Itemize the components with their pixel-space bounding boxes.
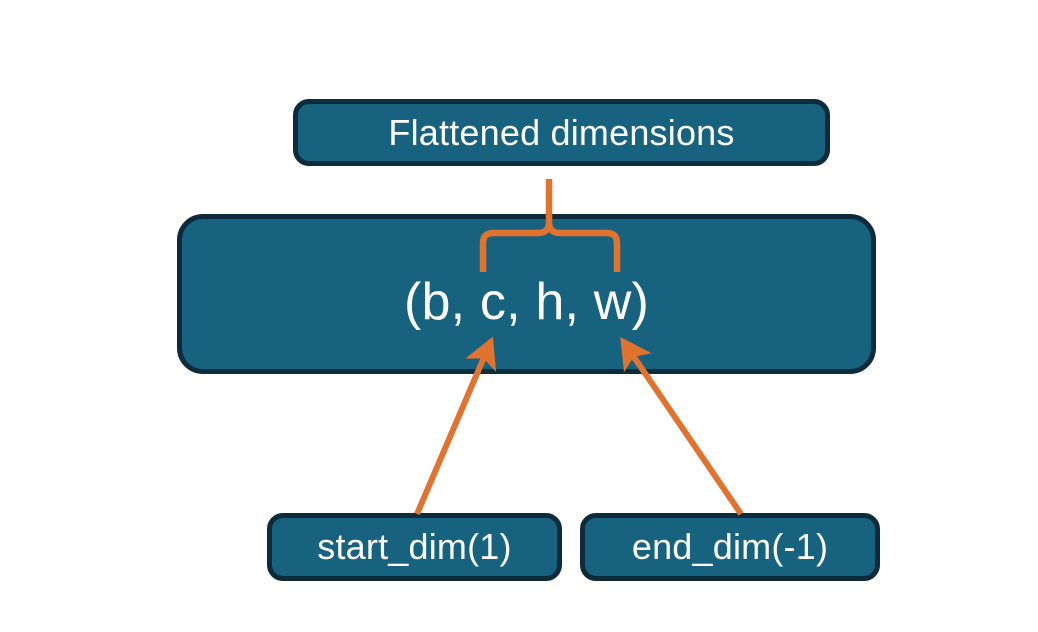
tensor-shape-box[interactable]: (b, c, h, w) bbox=[177, 214, 876, 374]
flattened-dimensions-label: Flattened dimensions bbox=[388, 111, 735, 153]
start-dim-label: start_dim(1) bbox=[317, 526, 512, 567]
flattened-dimensions-box[interactable]: Flattened dimensions bbox=[293, 99, 830, 166]
end-dim-label: end_dim(-1) bbox=[631, 526, 829, 567]
end-dim-box[interactable]: end_dim(-1) bbox=[580, 513, 880, 581]
start-dim-box[interactable]: start_dim(1) bbox=[267, 513, 562, 581]
tensor-shape-label: (b, c, h, w) bbox=[403, 273, 650, 331]
